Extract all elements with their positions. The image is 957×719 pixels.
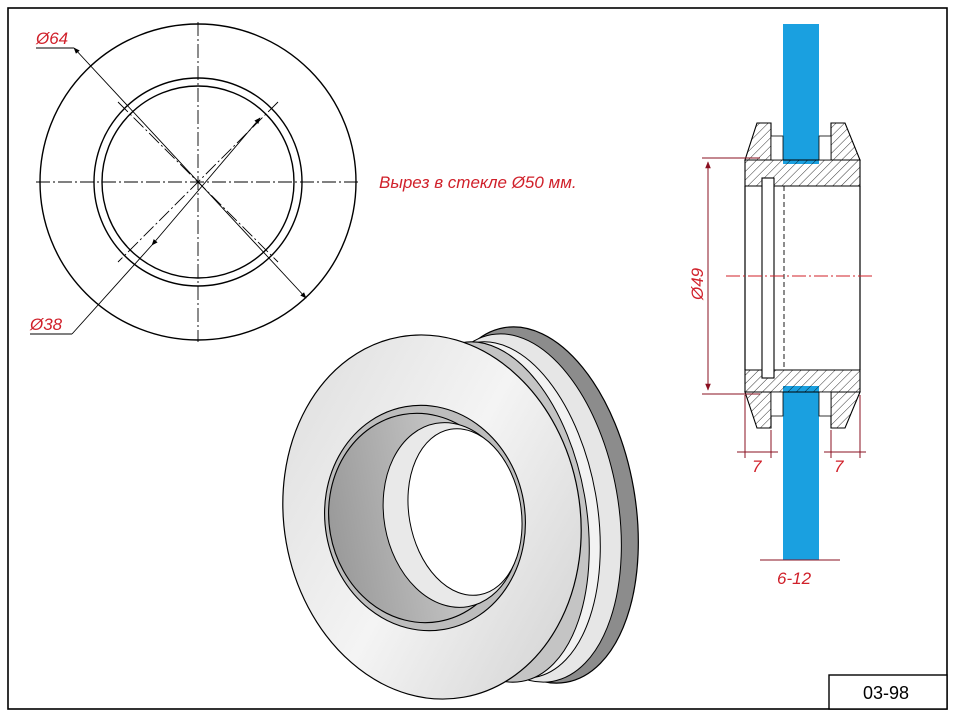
bottom-left-flange (744, 391, 772, 429)
drawing-frame (7, 7, 948, 710)
glass-bottom (783, 386, 819, 560)
left-flange-label: 7 (752, 457, 762, 476)
inner-diameter-dimension: Ø38 (29, 117, 261, 335)
right-flange-label: 7 (834, 457, 844, 476)
outer-diameter-dimension: Ø64 (35, 29, 307, 299)
top-right-flange (830, 122, 861, 161)
section-diameter-dimension (702, 157, 760, 395)
bottom-right-flange (830, 391, 861, 429)
drawing-code: 03-98 (863, 683, 909, 703)
outer-diameter-label: Ø64 (35, 29, 68, 48)
top-left-flange (744, 122, 772, 161)
flange-width-dimensions (737, 395, 866, 458)
inner-sleeve (761, 177, 775, 379)
inner-diameter-label: Ø38 (29, 315, 63, 334)
bottom-gasket-left (770, 391, 784, 417)
section-diameter-label: Ø49 (688, 267, 707, 301)
title-block: 03-98 (828, 674, 948, 710)
glass-top (783, 24, 819, 164)
isometric-view (282, 326, 639, 700)
section-view: Ø49 7 7 6-12 (688, 24, 872, 588)
cutout-note: Вырез в стекле Ø50 мм. (379, 173, 577, 192)
bore-back (407, 428, 523, 596)
top-gasket-left (770, 135, 784, 161)
top-gasket-right (818, 135, 832, 161)
bottom-gasket-right (818, 391, 832, 417)
glass-thickness-label: 6-12 (777, 569, 812, 588)
front-view: Ø64 Ø38 (29, 22, 360, 342)
